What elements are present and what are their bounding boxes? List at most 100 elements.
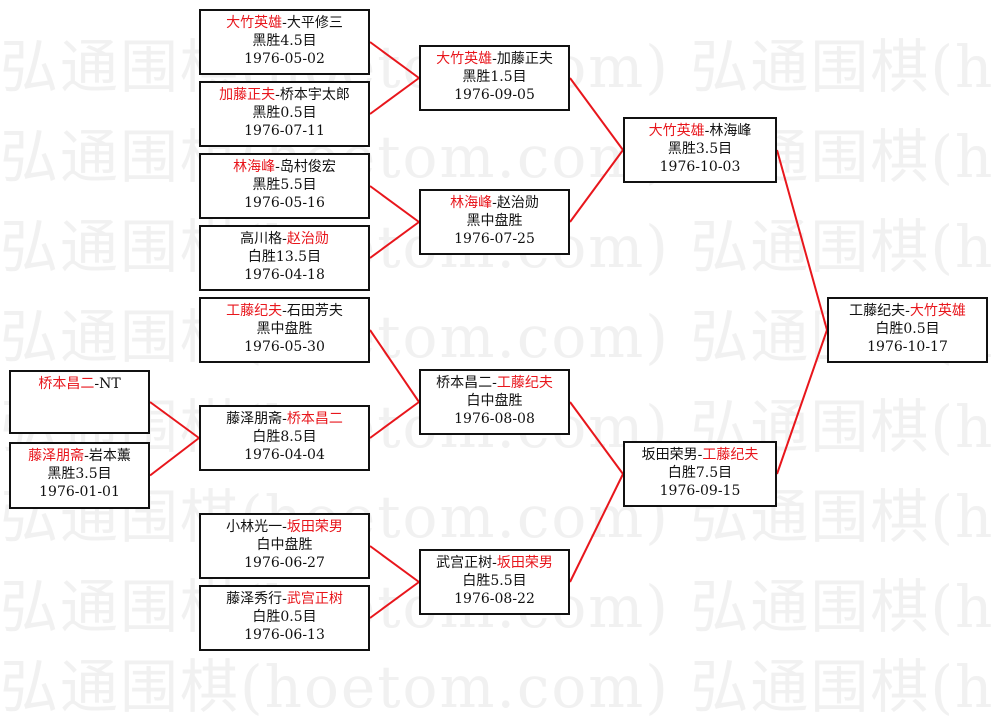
match-players: 高川格-赵治勋 [201, 230, 368, 248]
player-name: 林海峰 [709, 123, 752, 139]
match-date: 1976-08-22 [454, 591, 535, 607]
match-date: 1976-07-25 [454, 231, 535, 247]
match-date: 1976-04-04 [244, 447, 325, 463]
bracket-connector [776, 329, 828, 475]
separator: - [275, 159, 280, 175]
match-result: 白胜13.5目 [247, 249, 322, 265]
player-name: 坂田荣男 [641, 447, 698, 463]
separator: - [282, 303, 287, 319]
player-name: 桥本宇太郎 [279, 87, 350, 103]
bracket-connector [569, 149, 624, 223]
winner-name: 工藤纪夫 [226, 303, 283, 319]
match-result: 白胜0.5目 [252, 609, 317, 625]
match-result: 黑胜3.5目 [47, 466, 112, 482]
match-box: 高川格-赵治勋白胜13.5目 1976-04-18 [199, 225, 370, 291]
bracket-connector [369, 77, 420, 115]
match-players: 大竹英雄-林海峰 [625, 122, 775, 140]
match-result: 黑胜1.5目 [462, 69, 527, 85]
separator: - [275, 87, 280, 103]
separator: - [697, 447, 703, 463]
bracket-connector [149, 401, 200, 439]
player-name: 桥本昌二 [436, 375, 493, 391]
match-players: 藤泽朋斋-岩本薰 [11, 447, 148, 465]
winner-name: 武宫正树 [286, 591, 343, 607]
winner-name: 工藤纪夫 [496, 375, 553, 391]
match-date: 1976-07-11 [244, 123, 325, 139]
separator: - [492, 51, 497, 67]
match-date: 1976-05-02 [244, 51, 325, 67]
separator: - [704, 123, 710, 139]
separator: - [282, 591, 287, 607]
player-name: 高川格 [240, 231, 283, 247]
winner-name: 藤泽朋斋 [28, 448, 85, 464]
bracket-connector [569, 401, 624, 475]
match-box: 加藤正夫-桥本宇太郎黑胜0.5目 1976-07-11 [199, 81, 370, 147]
winner-name: 大竹英雄 [909, 303, 966, 319]
match-date: 1976-06-27 [244, 555, 325, 571]
winner-name: 桥本昌二 [38, 376, 95, 392]
separator: - [282, 15, 287, 31]
bracket-connector [369, 41, 420, 79]
match-date: 1976-10-03 [659, 159, 741, 175]
match-players: 桥本昌二-工藤纪夫 [421, 374, 568, 392]
winner-name: 工藤纪夫 [702, 447, 759, 463]
match-result: 白胜8.5目 [252, 429, 317, 445]
match-players: 大竹英雄-加藤正夫 [421, 50, 568, 68]
match-result: 白胜7.5目 [667, 465, 733, 481]
player-name: 岩本薰 [88, 448, 131, 464]
match-date: 1976-05-30 [244, 339, 325, 355]
winner-name: 大竹英雄 [226, 15, 283, 31]
match-result [11, 393, 148, 411]
bracket-connector [569, 473, 624, 583]
player-name: 藤泽朋斋 [226, 411, 283, 427]
match-players: 小林光一-坂田荣男 [201, 518, 368, 536]
match-players: 林海峰-岛村俊宏 [201, 158, 368, 176]
separator: - [282, 231, 287, 247]
player-name: 工藤纪夫 [849, 303, 906, 319]
separator: - [492, 195, 497, 211]
winner-name: 加藤正夫 [219, 87, 276, 103]
player-name: 小林光一 [226, 519, 283, 535]
winner-name: 林海峰 [450, 195, 493, 211]
separator: - [282, 411, 287, 427]
winner-name: 坂田荣男 [286, 519, 343, 535]
separator: - [905, 303, 910, 319]
bracket-connector [369, 185, 420, 223]
player-name: 石田芳夫 [286, 303, 343, 319]
match-result: 白胜5.5目 [462, 573, 527, 589]
bracket-connector [776, 149, 828, 331]
player-name: 赵治勋 [496, 195, 539, 211]
match-result: 白中盘胜 [466, 393, 523, 409]
match-result: 黑中盘胜 [466, 213, 523, 229]
match-date: 1976-05-16 [244, 195, 325, 211]
player-name: 岛村俊宏 [279, 159, 336, 175]
match-players: 林海峰-赵治勋 [421, 194, 568, 212]
match-result: 黑胜0.5目 [252, 105, 317, 121]
match-date: 1976-10-17 [867, 339, 948, 355]
player-name: 加藤正夫 [496, 51, 553, 67]
match-players: 坂田荣男-工藤纪夫 [625, 446, 775, 464]
match-box: 桥本昌二-NT [9, 370, 150, 434]
match-players: 大竹英雄-大平修三 [201, 14, 368, 32]
match-players: 桥本昌二-NT [11, 375, 148, 393]
match-date: 1976-04-18 [244, 267, 325, 283]
match-box: 工藤纪夫-石田芳夫黑中盘胜 1976-05-30 [199, 297, 370, 363]
match-players: 工藤纪夫-大竹英雄 [829, 302, 986, 320]
bracket-connector [369, 221, 420, 259]
match-players: 藤泽秀行-武宫正树 [201, 590, 368, 608]
bracket-connector [569, 77, 624, 151]
bracket-connector [369, 401, 420, 439]
match-date [11, 411, 148, 429]
bracket-connector [149, 437, 200, 477]
separator: - [84, 448, 89, 464]
separator: - [94, 376, 100, 392]
match-result: 黑中盘胜 [256, 321, 313, 337]
